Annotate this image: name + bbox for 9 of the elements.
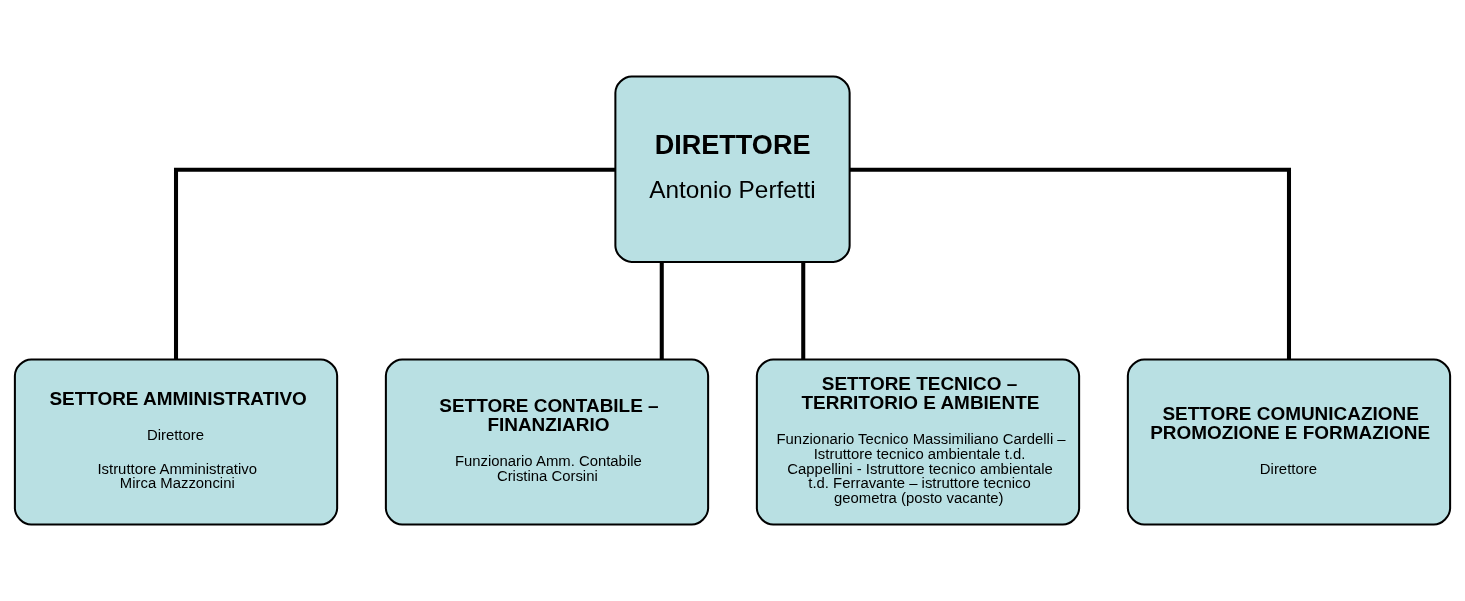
node-box: DIRETTORE Antonio Perfetti [614, 75, 851, 263]
connector [849, 167, 1291, 360]
connector [801, 262, 806, 360]
connector [659, 262, 664, 360]
node-box: SETTORE TECNICO – TERRITORIO E AMBIENTE Funzionario Tecnico Massimiliano Cardelli – Istruttore tecnico ambientale t.d. Cappellini - Istruttore tecnico ambientale t.d. Ferravante – istruttore tecnico geometra (posto vacante) [755, 358, 1081, 526]
node-box: SETTORE COMUNICAZIONE PROMOZIONE E FORMAZIONE Direttore [1126, 358, 1452, 526]
connector [174, 167, 616, 360]
node-box: SETTORE CONTABILE – FINANZIARIO Funzionario Amm. Contabile Cristina Corsini [384, 358, 710, 526]
node-box: SETTORE AMMINISTRATIVO Direttore Istruttore Amministrativo Mirca Mazzoncini [13, 358, 339, 526]
